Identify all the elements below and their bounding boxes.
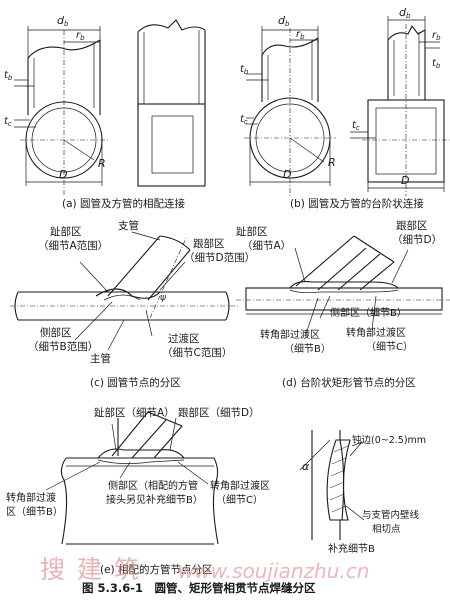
svg-text:ψ: ψ xyxy=(160,293,167,303)
panel-d: 趾部区 （细节A） 跟部区 （细节D） 侧部区（细节B） 转角部过渡区 （细节B… xyxy=(236,219,450,355)
dim-D: D xyxy=(59,168,67,181)
svg-text:db: db xyxy=(57,14,69,28)
e-side: 侧部区（相配的方管 xyxy=(108,479,198,492)
svg-text:区（细节B）: 区（细节B） xyxy=(6,505,63,518)
detail-blunt: 钝边(0~2.5)mm xyxy=(352,434,426,446)
c-toe: 趾部区 xyxy=(50,225,82,238)
dim-R: R xyxy=(98,157,106,170)
c-side: 侧部区 xyxy=(40,326,72,339)
panel-a: db rb tb tc D R xyxy=(4,14,206,196)
svg-text:rb: rb xyxy=(432,30,441,42)
caption-a: (a) 圆管及方管的相配连接 xyxy=(62,197,185,210)
c-main: 主管 xyxy=(90,352,111,365)
caption-b: (b) 圆管及方管的台阶状连接 xyxy=(290,197,424,210)
svg-text:tb: tb xyxy=(240,64,249,76)
svg-text:（细节A）: （细节A） xyxy=(242,239,291,252)
caption-c: (c) 圆管节点的分区 xyxy=(90,376,181,389)
dim-tc: t xyxy=(4,116,9,127)
svg-text:（细节C）: （细节C） xyxy=(216,493,263,506)
e-corner-left: 转角部过渡 xyxy=(6,491,56,504)
svg-text:tc: tc xyxy=(352,120,360,132)
e-heel: 跟部区（细节D） xyxy=(178,406,260,419)
detail-supplement: 补充细节B xyxy=(328,542,375,555)
e-corner-right: 转角部过渡区 xyxy=(210,479,270,492)
svg-text:（细节C范围）: （细节C范围） xyxy=(162,346,232,359)
svg-text:D: D xyxy=(283,168,291,181)
detail-alpha: α xyxy=(302,460,310,473)
svg-text:（细节D）: （细节D） xyxy=(392,233,442,246)
svg-text:rb: rb xyxy=(296,29,305,41)
dim-rb: r xyxy=(76,30,81,41)
watermark-url: www.soujianzhu.cn xyxy=(178,559,369,583)
c-transition: 过渡区 xyxy=(168,332,200,345)
svg-text:（细节A范围）: （细节A范围） xyxy=(38,239,108,252)
c-branch: 支管 xyxy=(118,219,139,232)
svg-text:R: R xyxy=(328,156,336,169)
pipe-a-top-break xyxy=(27,39,101,59)
svg-text:db: db xyxy=(399,6,411,20)
svg-text:相切点: 相切点 xyxy=(372,523,401,535)
panel-e: 趾部区（细节A） 跟部区（细节D） 转角部过渡 区（细节B） 侧部区（相配的方管… xyxy=(6,406,270,545)
detail-inner: 与支管内壁线 xyxy=(362,509,420,521)
caption-d: (d) 台阶状矩形管节点的分区 xyxy=(282,376,416,389)
svg-text:（细节B范围）: （细节B范围） xyxy=(28,340,98,353)
chord-square-b xyxy=(367,99,445,183)
d-corner-right: 转角部过渡区 xyxy=(346,326,406,339)
svg-text:接头另见补充细节B）: 接头另见补充细节B） xyxy=(106,493,203,506)
panel-detail-b: α 钝边(0~2.5)mm 与支管内壁线 相切点 补充细节B xyxy=(299,430,426,555)
svg-text:tc: tc xyxy=(4,116,12,128)
pipe-a2-top-break xyxy=(137,19,206,33)
d-heel: 跟部区 xyxy=(396,219,428,232)
d-toe: 趾部区 xyxy=(236,225,268,238)
svg-text:db: db xyxy=(278,14,290,28)
svg-text:（细节D范围）: （细节D范围） xyxy=(184,251,255,264)
panel-b: db rb tb tc D R db rb tb tc xyxy=(240,6,450,196)
watermark-cn: 搜 建 筑 xyxy=(40,555,141,584)
chord-square-a xyxy=(137,103,206,187)
d-side: 侧部区（细节B） xyxy=(330,306,407,319)
svg-text:rb: rb xyxy=(76,30,85,42)
svg-text:tb: tb xyxy=(4,70,13,82)
caption-e: (e) 相配的方管节点分区 xyxy=(100,563,213,576)
svg-text:tb: tb xyxy=(432,58,441,70)
figure-caption: 图 5.3.6-1 圆管、矩形管相贯节点焊缝分区 xyxy=(82,581,316,595)
dim-tb: t xyxy=(4,70,9,81)
dim-db: d xyxy=(57,14,65,27)
e-toe: 趾部区（细节A） xyxy=(94,406,175,419)
svg-text:D: D xyxy=(401,174,409,187)
svg-text:（细节C）: （细节C） xyxy=(366,340,413,353)
svg-text:tc: tc xyxy=(240,114,248,126)
svg-text:（细节B）: （细节B） xyxy=(284,342,331,355)
c-heel: 跟部区 xyxy=(193,237,225,250)
d-corner-left: 转角部过渡区 xyxy=(260,328,320,341)
panel-c: ψ 趾部区 （细节A范围） 支管 跟部区 （细节D范围） 侧部区 （细节B范围）… xyxy=(10,219,255,365)
